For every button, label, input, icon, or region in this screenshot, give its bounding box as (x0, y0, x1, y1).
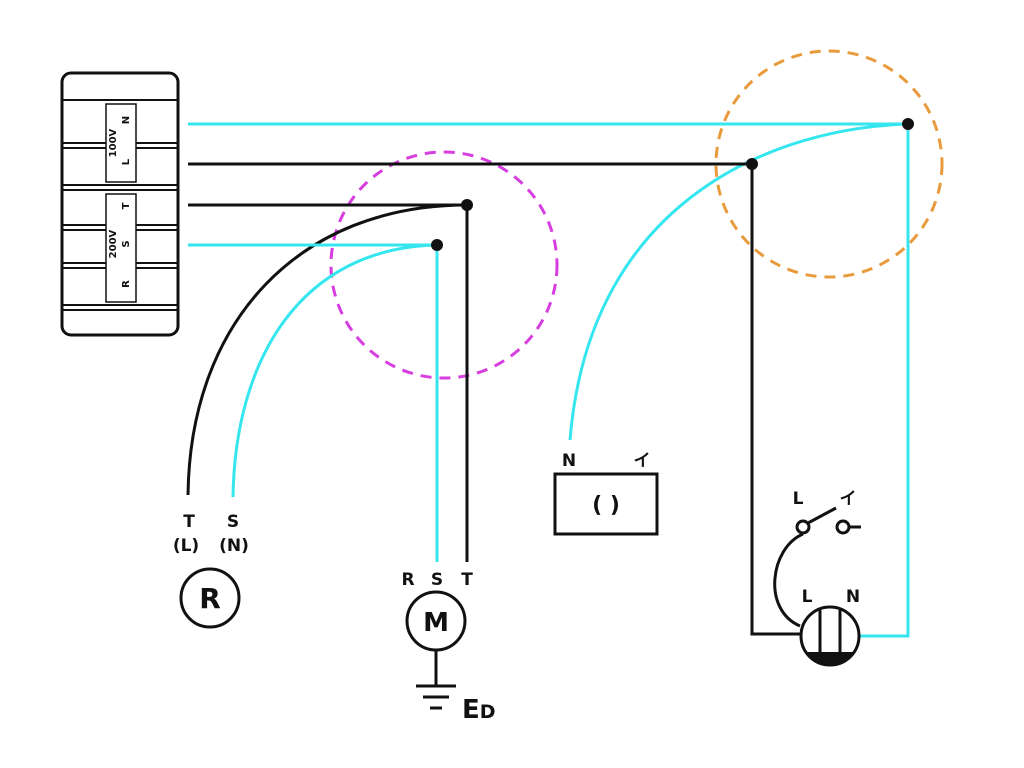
load-r-term-t: T (183, 512, 195, 532)
motor: R S T M ED (401, 570, 495, 725)
panel-term-n: N (121, 116, 132, 124)
wire-load-t (186, 203, 468, 496)
load-r-term-s: S (227, 512, 239, 532)
junction-dot-t (461, 199, 473, 211)
wire-lamp-l (750, 164, 803, 636)
switch-term-i: イ (840, 489, 857, 509)
panel-term-t: T (121, 202, 132, 209)
panel-term-r: R (121, 280, 132, 288)
junction-dot-s (431, 239, 443, 251)
switch-and-lamp: L イ L N (793, 489, 861, 667)
outlet: N イ ( ) (553, 451, 659, 536)
motor-term-t: T (461, 570, 473, 590)
label-plate-200v (105, 193, 137, 303)
motor-label: M (423, 608, 449, 638)
wire-lamp-n (858, 124, 910, 638)
outlet-term-i: イ (634, 451, 651, 471)
ground-icon (416, 650, 456, 710)
outlet-symbol: ( ) (592, 493, 620, 518)
wire-load-s (231, 243, 438, 498)
lamp-term-n: N (846, 587, 860, 607)
outlet-term-n: N (562, 451, 576, 471)
panel-label-100v: 100V (108, 128, 119, 157)
distribution-panel: 100V N L 200V T S R (60, 71, 180, 337)
junction-dot-n (902, 118, 914, 130)
wire-switch-loop (773, 532, 804, 628)
resistor-label: R (199, 582, 221, 615)
switch-term-l: L (793, 489, 804, 509)
motor-term-s: S (431, 570, 443, 590)
junction-dot-l (746, 158, 758, 170)
lamp-receptacle-icon (799, 605, 861, 667)
motor-term-r: R (401, 570, 414, 590)
junction-circle-100v (714, 49, 944, 279)
wire-outlet-n (568, 122, 909, 441)
panel-term-l: L (121, 158, 132, 165)
switch-icon (795, 506, 861, 535)
panel-label-200v: 200V (108, 229, 119, 258)
label-plate-100v (105, 103, 137, 183)
ground-label: ED (462, 695, 496, 725)
resistor-symbol (179, 567, 241, 629)
load-r: T (L) S (N) R (173, 512, 249, 629)
load-r-term-t-sub: (L) (173, 536, 199, 556)
lamp-term-l: L (802, 587, 813, 607)
panel-term-s: S (121, 240, 132, 247)
wires-100v (188, 122, 910, 638)
junction-circle-200v (329, 150, 559, 380)
load-r-term-s-sub: (N) (219, 536, 249, 556)
wires-200v (186, 203, 469, 562)
outlet-box (553, 472, 659, 536)
